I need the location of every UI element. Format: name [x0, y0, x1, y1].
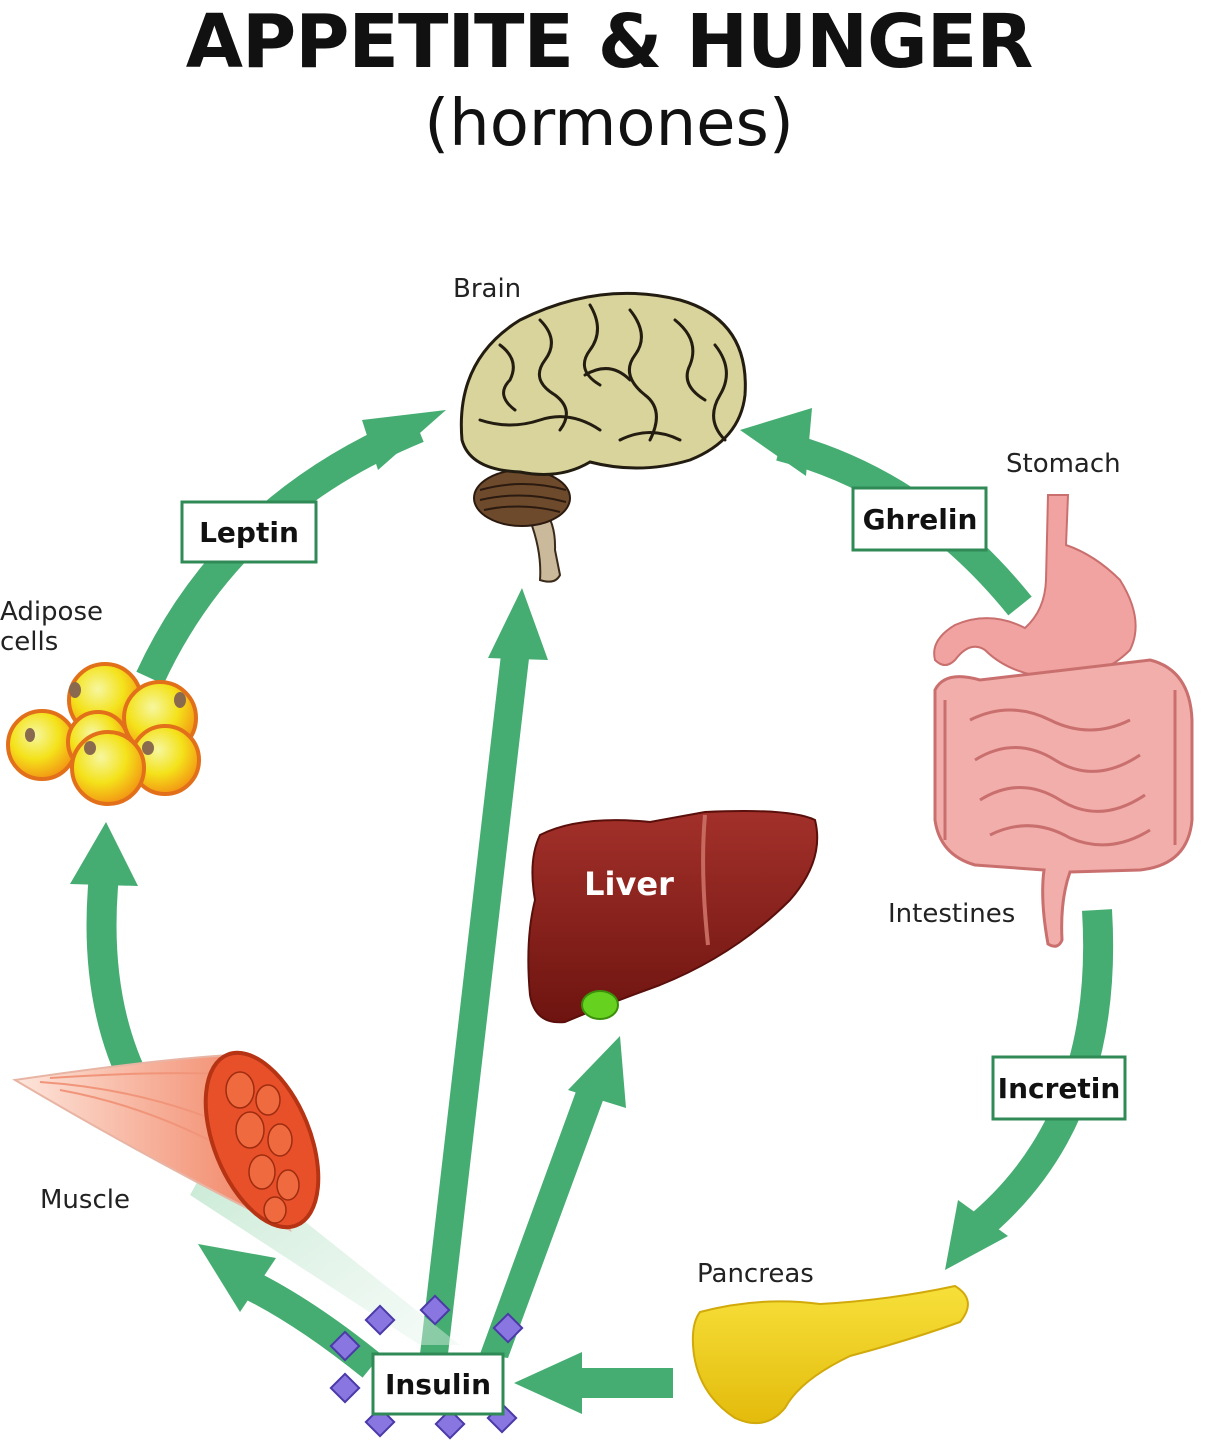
- ghrelin-label: Ghrelin: [863, 503, 978, 536]
- arrow-leptin-head: [362, 410, 446, 470]
- adipose-label-line2: cells: [0, 627, 58, 657]
- arrow-pancreas-insulin: [565, 1368, 673, 1398]
- stomach-illustration: [933, 494, 1137, 680]
- arrow-pancreas-insulin-head: [514, 1352, 582, 1414]
- insulin-box: Insulin: [371, 1352, 505, 1416]
- page-subtitle: (hormones): [424, 87, 794, 161]
- arrow-incretin-head: [945, 1200, 1008, 1270]
- adipose-cells-illustration: [6, 662, 201, 806]
- intestines-illustration: [933, 658, 1194, 948]
- leptin-box: Leptin: [180, 500, 318, 564]
- stomach-label: Stomach: [1006, 449, 1121, 479]
- arrow-insulin-muscle-head: [198, 1244, 276, 1312]
- brain-label: Brain: [453, 274, 521, 304]
- page-title: APPETITE & HUNGER: [185, 0, 1034, 85]
- adipose-label-line1: Adipose: [0, 597, 103, 627]
- arrow-insulin-liver: [480, 1086, 605, 1358]
- arrow-ghrelin-head: [740, 408, 812, 476]
- liver-illustration: [527, 810, 819, 1024]
- incretin-label: Incretin: [998, 1072, 1121, 1105]
- muscle-illustration: [12, 1050, 460, 1345]
- liver-label: Liver: [584, 865, 674, 903]
- arrow-insulin-brain: [420, 646, 530, 1354]
- pancreas-label: Pancreas: [697, 1259, 814, 1289]
- ghrelin-box: Ghrelin: [851, 486, 988, 552]
- pancreas-illustration: [691, 1284, 969, 1425]
- arrow-muscle-adipose-head: [70, 822, 138, 886]
- muscle-label: Muscle: [40, 1185, 130, 1215]
- leptin-label: Leptin: [199, 516, 299, 549]
- arrow-muscle-adipose: [86, 873, 152, 1095]
- arrow-insulin-liver-head: [568, 1036, 626, 1108]
- brain-illustration: [459, 291, 747, 583]
- incretin-box: Incretin: [991, 1055, 1127, 1121]
- intestines-label: Intestines: [888, 899, 1015, 929]
- insulin-label: Insulin: [385, 1368, 491, 1401]
- arrow-insulin-brain-head: [488, 588, 548, 660]
